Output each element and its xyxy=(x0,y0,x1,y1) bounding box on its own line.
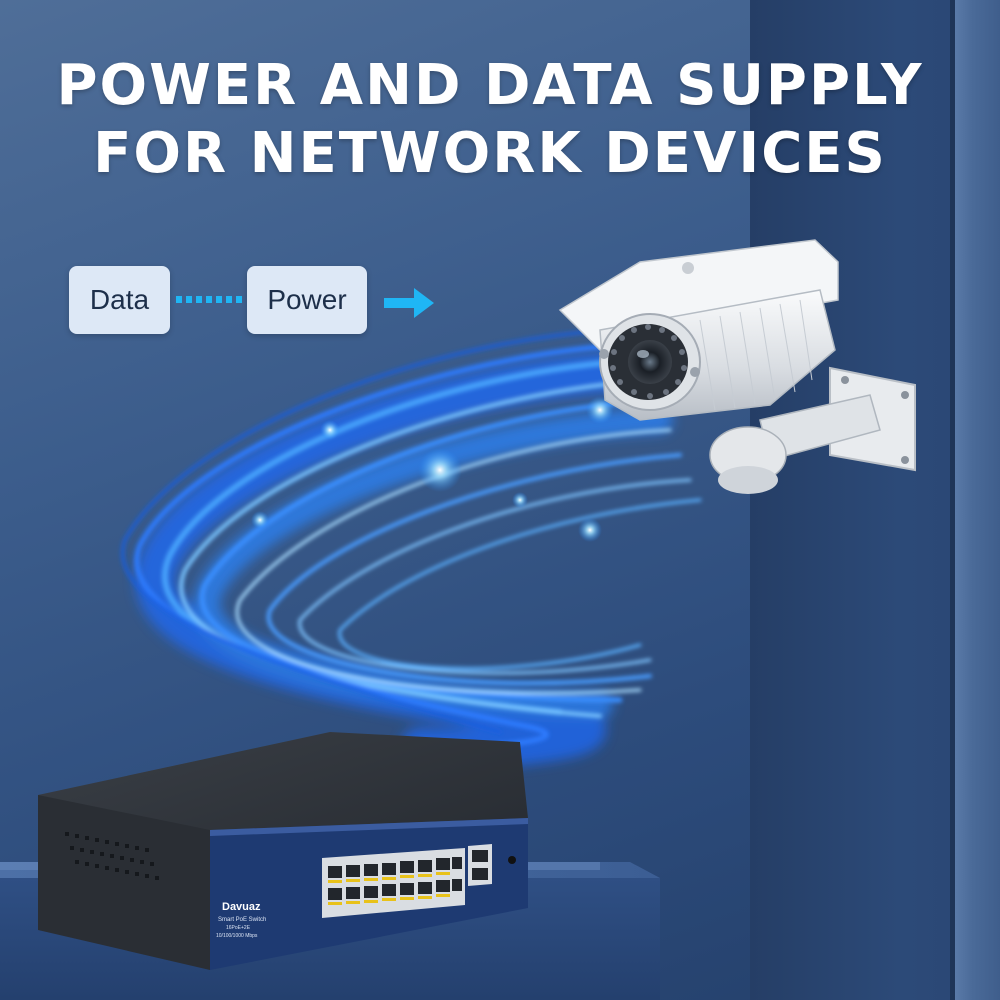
power-label-box: Power xyxy=(247,266,367,334)
headline-line-1: POWER AND DATA SUPPLY xyxy=(56,53,924,118)
headline: POWER AND DATA SUPPLY FOR NETWORK DEVICE… xyxy=(0,52,980,188)
data-label: Data xyxy=(89,284,150,315)
power-label: Power xyxy=(267,284,347,315)
pillar-edge xyxy=(950,0,956,1000)
dotted-connector xyxy=(176,296,242,304)
switch-brand: Davuaz xyxy=(222,901,261,913)
camera-wall-mount xyxy=(709,366,916,494)
switch-speed: 10/100/1000 Mbps xyxy=(216,933,258,939)
data-label-box: Data xyxy=(69,266,170,334)
switch-ports: 16PoE+2E xyxy=(226,925,251,931)
data-light-streams xyxy=(120,328,702,769)
wall-pillar xyxy=(955,0,1000,1000)
cctv-camera xyxy=(558,239,839,421)
arrow-right-icon xyxy=(384,288,434,318)
headline-line-2: FOR NETWORK DEVICES xyxy=(93,121,887,186)
switch-model: Smart PoE Switch xyxy=(218,917,266,923)
poe-switch: Davuaz Smart PoE Switch 16PoE+2E 10/100/… xyxy=(38,732,528,970)
